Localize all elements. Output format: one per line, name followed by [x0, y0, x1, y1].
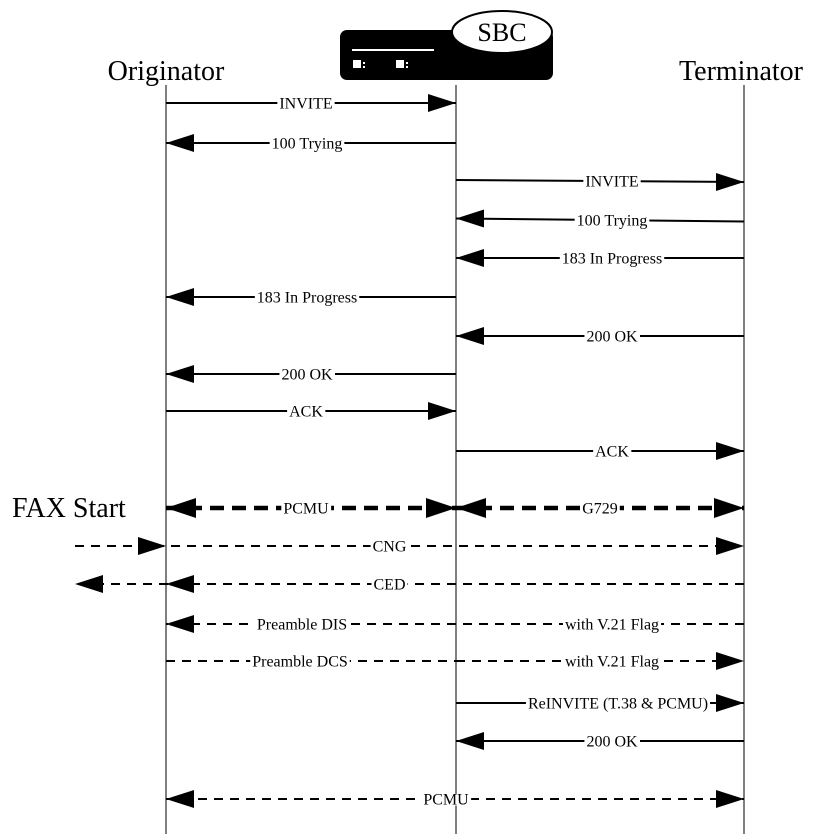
message-arrow: with V.21 Flag [456, 652, 744, 671]
arrowhead [716, 442, 744, 460]
arrowhead [456, 249, 484, 267]
message-arrow: 183 In Progress [166, 288, 456, 307]
message-arrow: CNG [75, 537, 744, 556]
arrowhead [166, 134, 194, 152]
arrowhead [166, 498, 196, 518]
originator-label: Originator [108, 56, 225, 87]
arrowhead [426, 498, 456, 518]
message-label: 183 In Progress [562, 251, 662, 268]
fax-start-label: FAX Start [12, 493, 126, 524]
message-label: ReINVITE (T.38 & PCMU) [528, 696, 708, 713]
arrowhead [166, 288, 194, 306]
message-label-background [269, 138, 345, 150]
message-label-background [250, 656, 350, 668]
message-label: with V.21 Flag [565, 654, 659, 671]
arrowhead [166, 790, 194, 808]
message-label: 100 Trying [272, 136, 343, 153]
arrowhead [456, 732, 484, 750]
message-label: 200 OK [586, 734, 638, 751]
arrowhead [456, 327, 484, 345]
message-label: CNG [373, 539, 407, 556]
message-label-background [580, 503, 620, 515]
message-label-background [279, 369, 335, 381]
arrowhead [714, 498, 744, 518]
message-label-background [287, 406, 326, 418]
message-arrow: CED [75, 575, 744, 594]
message-label-background [371, 579, 408, 591]
message-label-background [562, 619, 662, 631]
message-label: 183 In Progress [257, 290, 357, 307]
arrowhead [75, 575, 103, 593]
message-arrow: PCMU [166, 498, 456, 518]
message-label: G729 [582, 501, 618, 518]
arrowhead [166, 615, 194, 633]
message-label: 200 OK [281, 367, 333, 384]
message-label-background [254, 619, 350, 631]
message-label: ACK [595, 444, 629, 461]
message-label-background [277, 98, 335, 110]
arrowhead [456, 498, 486, 518]
sbc-device-icon [340, 10, 553, 80]
message-arrow: PCMU [166, 790, 744, 809]
message-label-background [574, 215, 650, 227]
terminator-label: Terminator [679, 56, 804, 87]
arrowhead [456, 209, 484, 228]
message-label-background [562, 656, 662, 668]
message-arrow: 200 OK [456, 327, 744, 346]
message-label: with V.21 Flag [565, 617, 659, 634]
arrowhead [138, 537, 166, 555]
message-label: Preamble DIS [257, 617, 347, 634]
arrowhead [166, 365, 194, 383]
message-label-background [583, 176, 641, 188]
message-label-background [421, 794, 472, 806]
arrowhead [716, 694, 744, 712]
message-label-background [559, 253, 665, 265]
message-label-background [281, 503, 332, 515]
message-arrow: Preamble DIS [166, 615, 456, 634]
message-label: 100 Trying [577, 213, 648, 230]
message-arrow: ACK [166, 402, 456, 421]
message-label-background [584, 331, 640, 343]
arrowhead [428, 94, 456, 112]
arrowhead [166, 575, 194, 593]
message-label: PCMU [423, 792, 469, 809]
message-label: INVITE [585, 174, 638, 191]
sbc-label: SBC [477, 18, 526, 47]
arrowhead [716, 537, 744, 555]
message-label: Preamble DCS [252, 654, 348, 671]
message-label-background [525, 698, 711, 710]
message-label: ACK [289, 404, 323, 421]
message-label-background [593, 446, 632, 458]
message-label: INVITE [279, 96, 332, 113]
message-arrow: 100 Trying [166, 134, 456, 153]
arrowhead [716, 173, 744, 191]
arrowhead [428, 402, 456, 420]
message-arrow: 200 OK [456, 732, 744, 751]
message-label: 200 OK [586, 329, 638, 346]
message-arrow: 183 In Progress [456, 249, 744, 268]
message-label-background [584, 736, 640, 748]
arrowhead [716, 790, 744, 808]
message-arrow: INVITE [455, 173, 745, 191]
message-label-background [370, 541, 409, 553]
message-arrow: with V.21 Flag [456, 617, 744, 634]
message-arrow: Preamble DCS [166, 654, 456, 671]
message-arrow: 200 OK [166, 365, 456, 384]
message-label: PCMU [283, 501, 329, 518]
message-arrow: ReINVITE (T.38 & PCMU) [456, 694, 744, 713]
message-arrow: INVITE [166, 94, 456, 113]
message-label: CED [374, 577, 406, 594]
message-arrow: ACK [456, 442, 744, 461]
message-arrow: G729 [456, 498, 744, 518]
message-label-background [254, 292, 360, 304]
arrowhead [716, 652, 744, 670]
message-arrow: 100 Trying [455, 209, 745, 230]
